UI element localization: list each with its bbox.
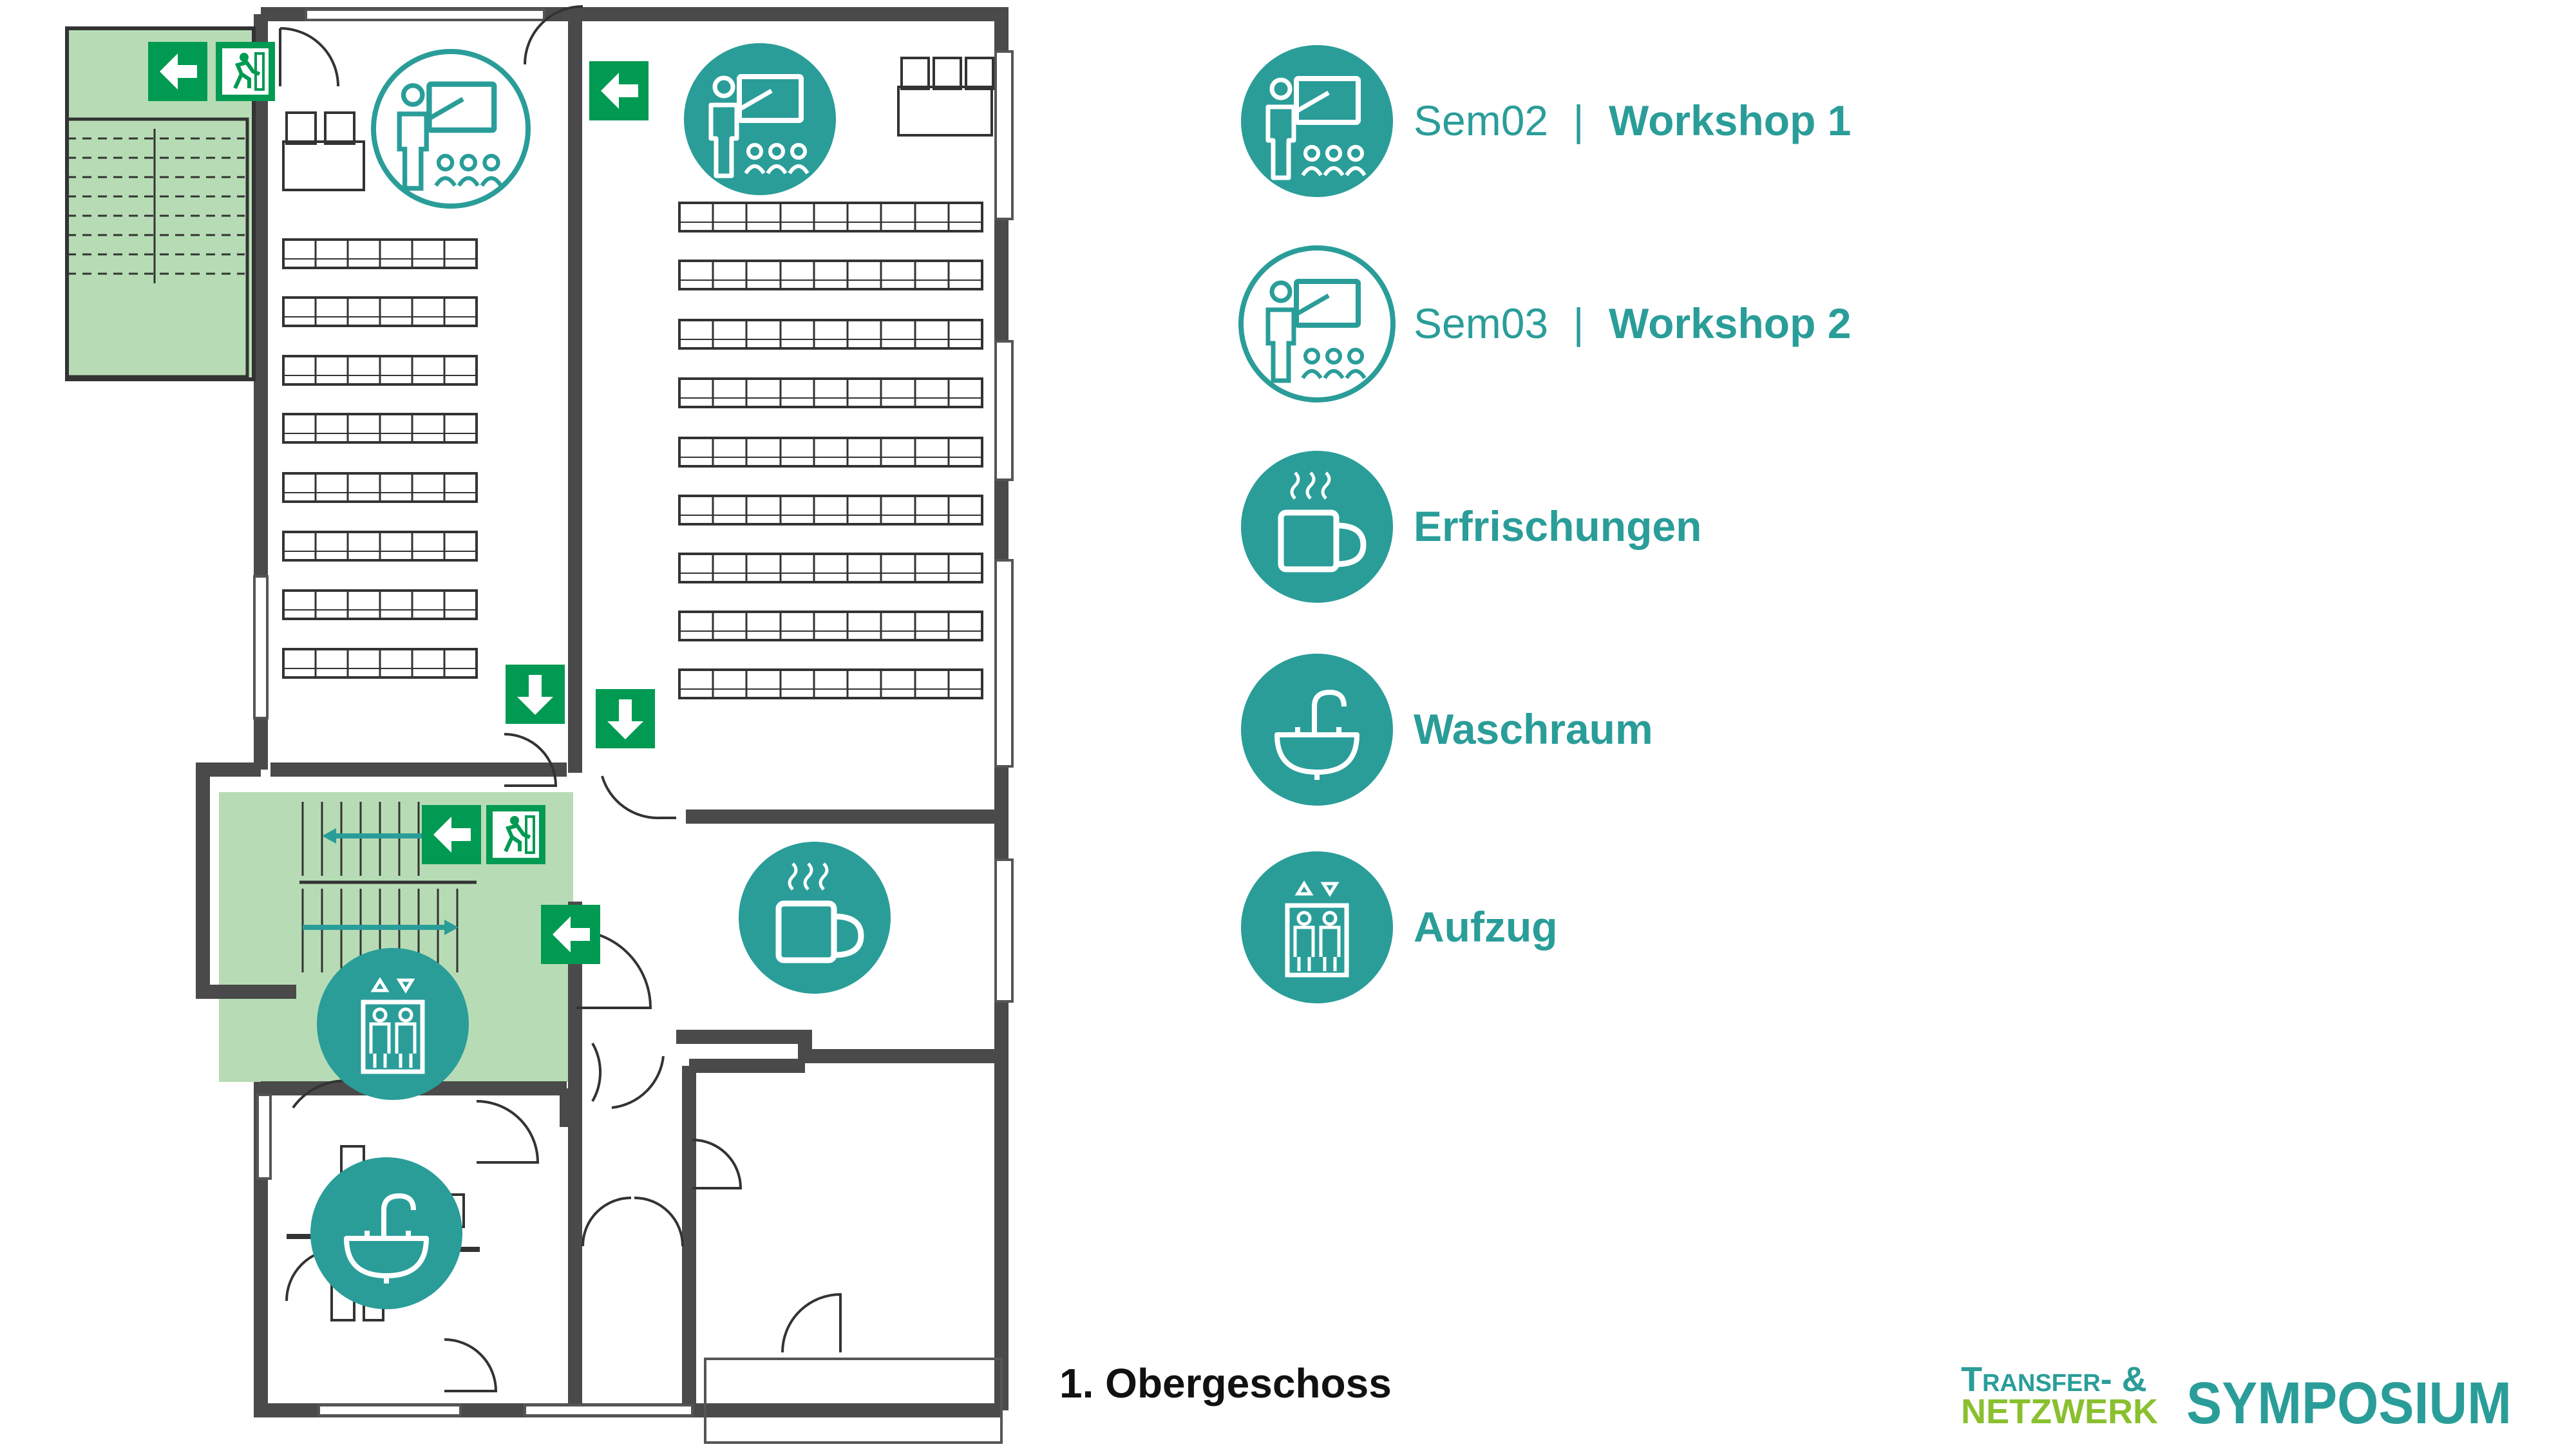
legend-item-workshop-2: Sem03 | Workshop 2 bbox=[1238, 245, 1851, 402]
legend-item-washroom: Waschraum bbox=[1241, 654, 1653, 806]
stair-direction-arrows bbox=[303, 828, 459, 935]
door-swings bbox=[279, 5, 842, 1392]
refreshments-marker bbox=[739, 842, 891, 994]
logo-word: Symposium bbox=[2186, 1370, 2512, 1436]
teacher-desk-right bbox=[897, 57, 994, 137]
elevator-marker bbox=[317, 948, 469, 1100]
legend-item-workshop-1: Sem02 | Workshop 1 bbox=[1241, 45, 1851, 197]
seating-room-sem02 bbox=[282, 238, 478, 679]
event-logo: Transfer- & Netzwerk Symposium bbox=[1961, 1360, 2512, 1436]
room-name: Workshop 1 bbox=[1609, 97, 1852, 144]
logo-line-1: Transfer- & bbox=[1961, 1360, 2147, 1399]
legend: Sem02 | Workshop 1 Sem0 bbox=[1238, 45, 1851, 1003]
separator: | bbox=[1573, 97, 1584, 144]
legend-label: Erfrischungen bbox=[1414, 502, 1701, 550]
sink-icon bbox=[1241, 654, 1393, 806]
floor-label: 1. Obergeschoss bbox=[1059, 1360, 1392, 1406]
room-code: Sem02 bbox=[1414, 97, 1548, 144]
stairs-middle bbox=[299, 802, 477, 972]
legend-label: Sem02 | Workshop 1 bbox=[1414, 97, 1851, 144]
legend-label: Aufzug bbox=[1414, 903, 1558, 951]
logo-line-2: Netzwerk bbox=[1961, 1392, 2158, 1431]
room-sem02-marker bbox=[371, 49, 531, 209]
windows bbox=[253, 8, 1014, 1444]
teacher-desk-left bbox=[282, 111, 365, 191]
separator: | bbox=[1573, 299, 1584, 347]
washroom-marker bbox=[310, 1157, 462, 1309]
room-sem03-marker bbox=[684, 43, 836, 195]
stairwell-top-outline bbox=[65, 26, 256, 381]
seating-room-sem03 bbox=[678, 202, 983, 699]
legend-label: Sem03 | Workshop 2 bbox=[1414, 299, 1851, 347]
room-code: Sem03 bbox=[1414, 299, 1548, 347]
elevator-icon bbox=[1241, 851, 1393, 1003]
seminar-icon bbox=[1241, 45, 1393, 197]
room-name: Workshop 2 bbox=[1609, 299, 1852, 347]
legend-item-elevator: Aufzug bbox=[1241, 851, 1558, 1003]
legend-item-refreshments: Erfrischungen bbox=[1241, 451, 1701, 603]
seminar-icon bbox=[1238, 245, 1396, 402]
legend-label: Waschraum bbox=[1414, 705, 1653, 753]
coffee-cup-icon bbox=[1241, 451, 1393, 603]
floor-plan bbox=[65, 5, 1014, 1444]
